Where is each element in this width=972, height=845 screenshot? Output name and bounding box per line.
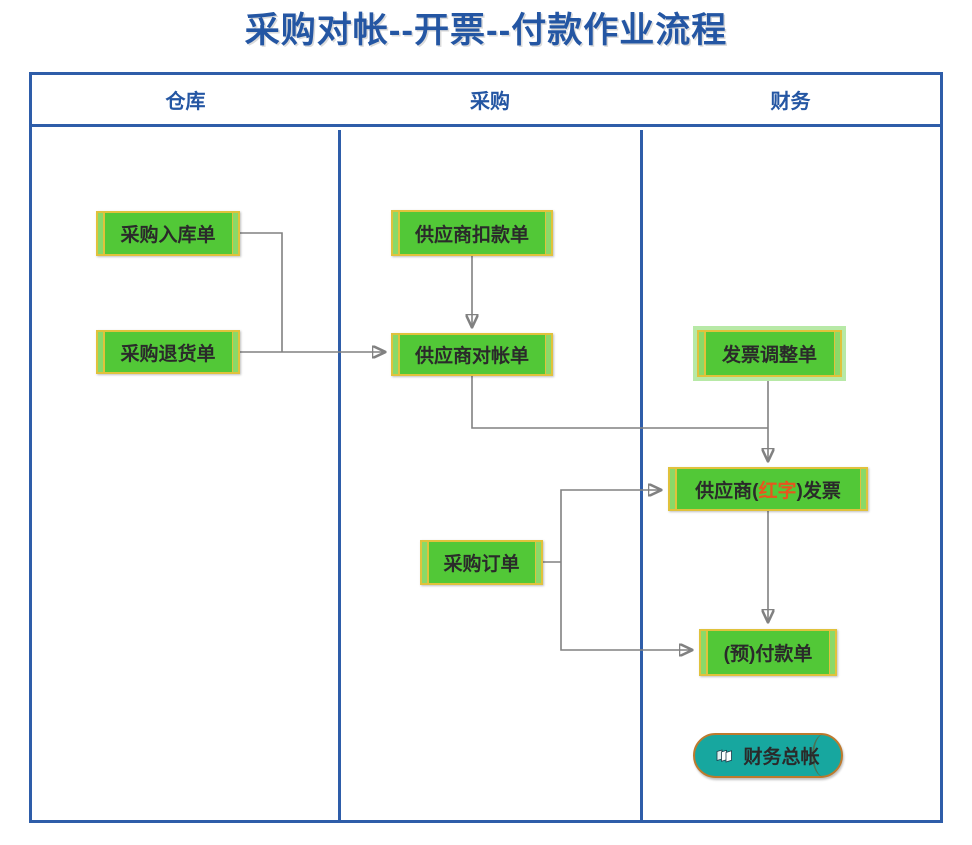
node-label: (预)付款单: [723, 644, 813, 665]
lane-header-finance: 财务: [770, 91, 811, 113]
connector-receipt-to-statement: [240, 232, 283, 352]
node-prepayment[interactable]: (预)付款单: [699, 629, 837, 676]
node-purchase-receipt[interactable]: 采购入库单: [96, 211, 240, 256]
general-ledger-button[interactable]: 财务总帐: [693, 733, 843, 778]
connector-statement-to-invoice: [471, 376, 768, 429]
node-purchase-return[interactable]: 采购退货单: [96, 330, 240, 374]
node-label: 供应商对帐单: [414, 346, 529, 367]
node-label: 采购订单: [443, 554, 520, 575]
node-invoice-adjustment[interactable]: 发票调整单: [697, 330, 842, 377]
books-icon: [716, 747, 736, 764]
node-label: 供应商扣款单: [414, 224, 529, 246]
node-purchase-order[interactable]: 采购订单: [420, 540, 543, 585]
lane-header-purchasing: 采购: [470, 91, 510, 113]
node-supplier-red-invoice[interactable]: 供应商(红字)发票: [668, 467, 868, 511]
cylinder-arc: [812, 734, 836, 777]
lane-divider-1: [338, 130, 341, 820]
node-label: 采购退货单: [120, 343, 216, 365]
lane-header-row: 仓库 采购 财务: [32, 75, 940, 127]
node-label: 采购入库单: [120, 225, 216, 246]
connector-order-to-invoice: [560, 490, 660, 562]
node-supplier-deduction[interactable]: 供应商扣款单: [391, 210, 553, 256]
node-label: 供应商(红字)发票: [695, 476, 841, 503]
node-label: 发票调整单: [721, 345, 817, 366]
label-part-red: 红字: [758, 480, 797, 502]
swimlane-frame: 仓库 采购 财务: [29, 72, 943, 823]
label-part-after: )发票: [796, 480, 841, 502]
connector-order-to-prepayment: [560, 562, 691, 650]
lane-header-warehouse: 仓库: [165, 91, 206, 113]
label-part-before: 供应商(: [695, 480, 759, 502]
node-supplier-statement[interactable]: 供应商对帐单: [391, 333, 553, 376]
page-title: 采购对帐--开票--付款作业流程: [244, 11, 728, 50]
ledger-label: 财务总帐: [743, 747, 820, 768]
lane-divider-2: [640, 130, 643, 820]
